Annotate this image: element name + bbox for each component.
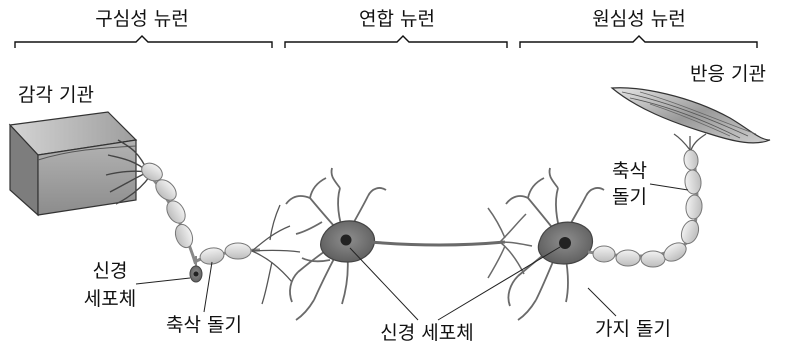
sensory-neuron-axon	[141, 162, 261, 265]
motor-neuron-axon	[587, 149, 703, 268]
motor-end-plate	[673, 133, 707, 151]
label-axon-right-line1: 축삭	[612, 160, 647, 182]
interneuron-axon-terminals	[487, 207, 533, 279]
brace-interneuron	[284, 35, 508, 48]
label-axon-bottom: 축삭 돌기	[166, 314, 242, 336]
label-sensory-organ: 감각 기관	[18, 84, 94, 106]
sensory-cell-body	[189, 256, 203, 283]
motor-neuron-cell-body	[537, 221, 594, 265]
sensory-organ-skin-block	[8, 111, 138, 217]
label-axon-right-line2: 돌기	[612, 186, 647, 208]
sensory-axon-terminals	[251, 204, 301, 305]
interneuron-axon	[369, 240, 506, 247]
header-sensory-neuron: 구심성 뉴런	[95, 8, 189, 30]
brace-motor	[519, 35, 758, 48]
label-cell-body-bottom: 신경 세포체	[380, 322, 474, 344]
header-motor-neuron: 원심성 뉴런	[592, 8, 686, 30]
label-cell-body-left-line1: 신경	[92, 260, 128, 282]
effector-organ-muscle	[610, 87, 771, 144]
label-effector-organ: 반응 기관	[690, 63, 766, 85]
header-interneuron: 연합 뉴런	[359, 8, 435, 30]
label-dendrite: 가지 돌기	[595, 318, 671, 340]
brace-sensory	[14, 35, 273, 48]
interneuron-cell-body	[320, 220, 376, 263]
leader-lines	[135, 183, 689, 321]
label-cell-body-left-line2: 세포체	[83, 288, 137, 310]
